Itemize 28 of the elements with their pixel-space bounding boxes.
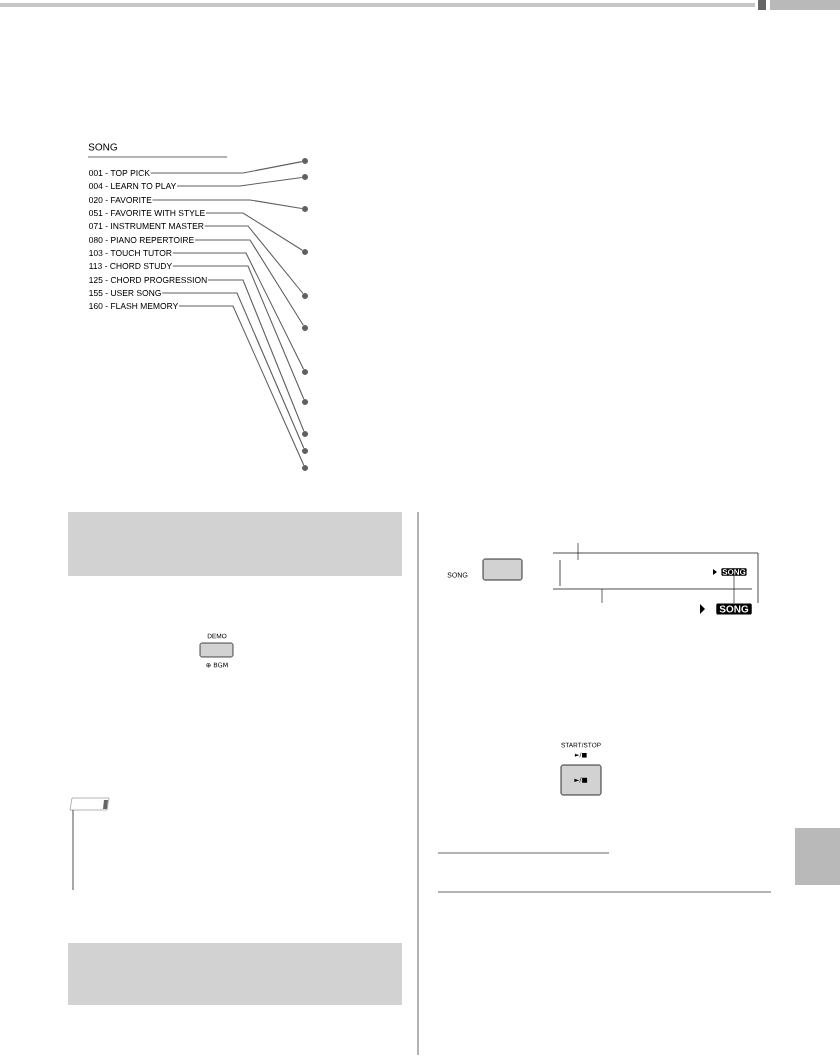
song-list-item: 001 - TOP PICK [89, 170, 150, 176]
song-list-item: 155 - USER SONG [89, 290, 161, 296]
song-list-item: 113 - CHORD STUDY [89, 263, 172, 269]
heading-band [68, 943, 402, 1005]
indicator-badge: SONG [716, 603, 752, 615]
song-list-item: 071 - INSTRUMENT MASTER [89, 223, 204, 229]
song-list-item: 020 - FAVORITE [89, 197, 152, 203]
heading-band [68, 512, 402, 576]
text-label: SONG [88, 143, 117, 151]
leader-line [178, 305, 305, 466]
leader-line [733, 575, 735, 604]
song-list-item: 103 - TOUCH TUTOR [89, 250, 172, 256]
indicator-badge: SONG [721, 568, 747, 576]
song-list-item: 051 - FAVORITE WITH STYLE [89, 210, 205, 216]
song-list-item: 004 - LEARN TO PLAY [89, 183, 177, 189]
leader-line [194, 239, 304, 326]
leader-line [207, 279, 305, 432]
song-list-item: 160 - FLASH MEMORY [89, 303, 179, 309]
leader-line [176, 176, 303, 187]
leader-line [172, 252, 305, 370]
leader-line [172, 265, 305, 400]
song-list-item: 080 - PIANO REPERTOIRE [89, 237, 194, 243]
song-list-item: 125 - CHORD PROGRESSION [89, 277, 207, 283]
leader-line [152, 199, 303, 210]
leader-line [205, 212, 303, 251]
leader-line [204, 225, 304, 295]
leader-line [161, 292, 305, 449]
leader-line [150, 161, 303, 174]
